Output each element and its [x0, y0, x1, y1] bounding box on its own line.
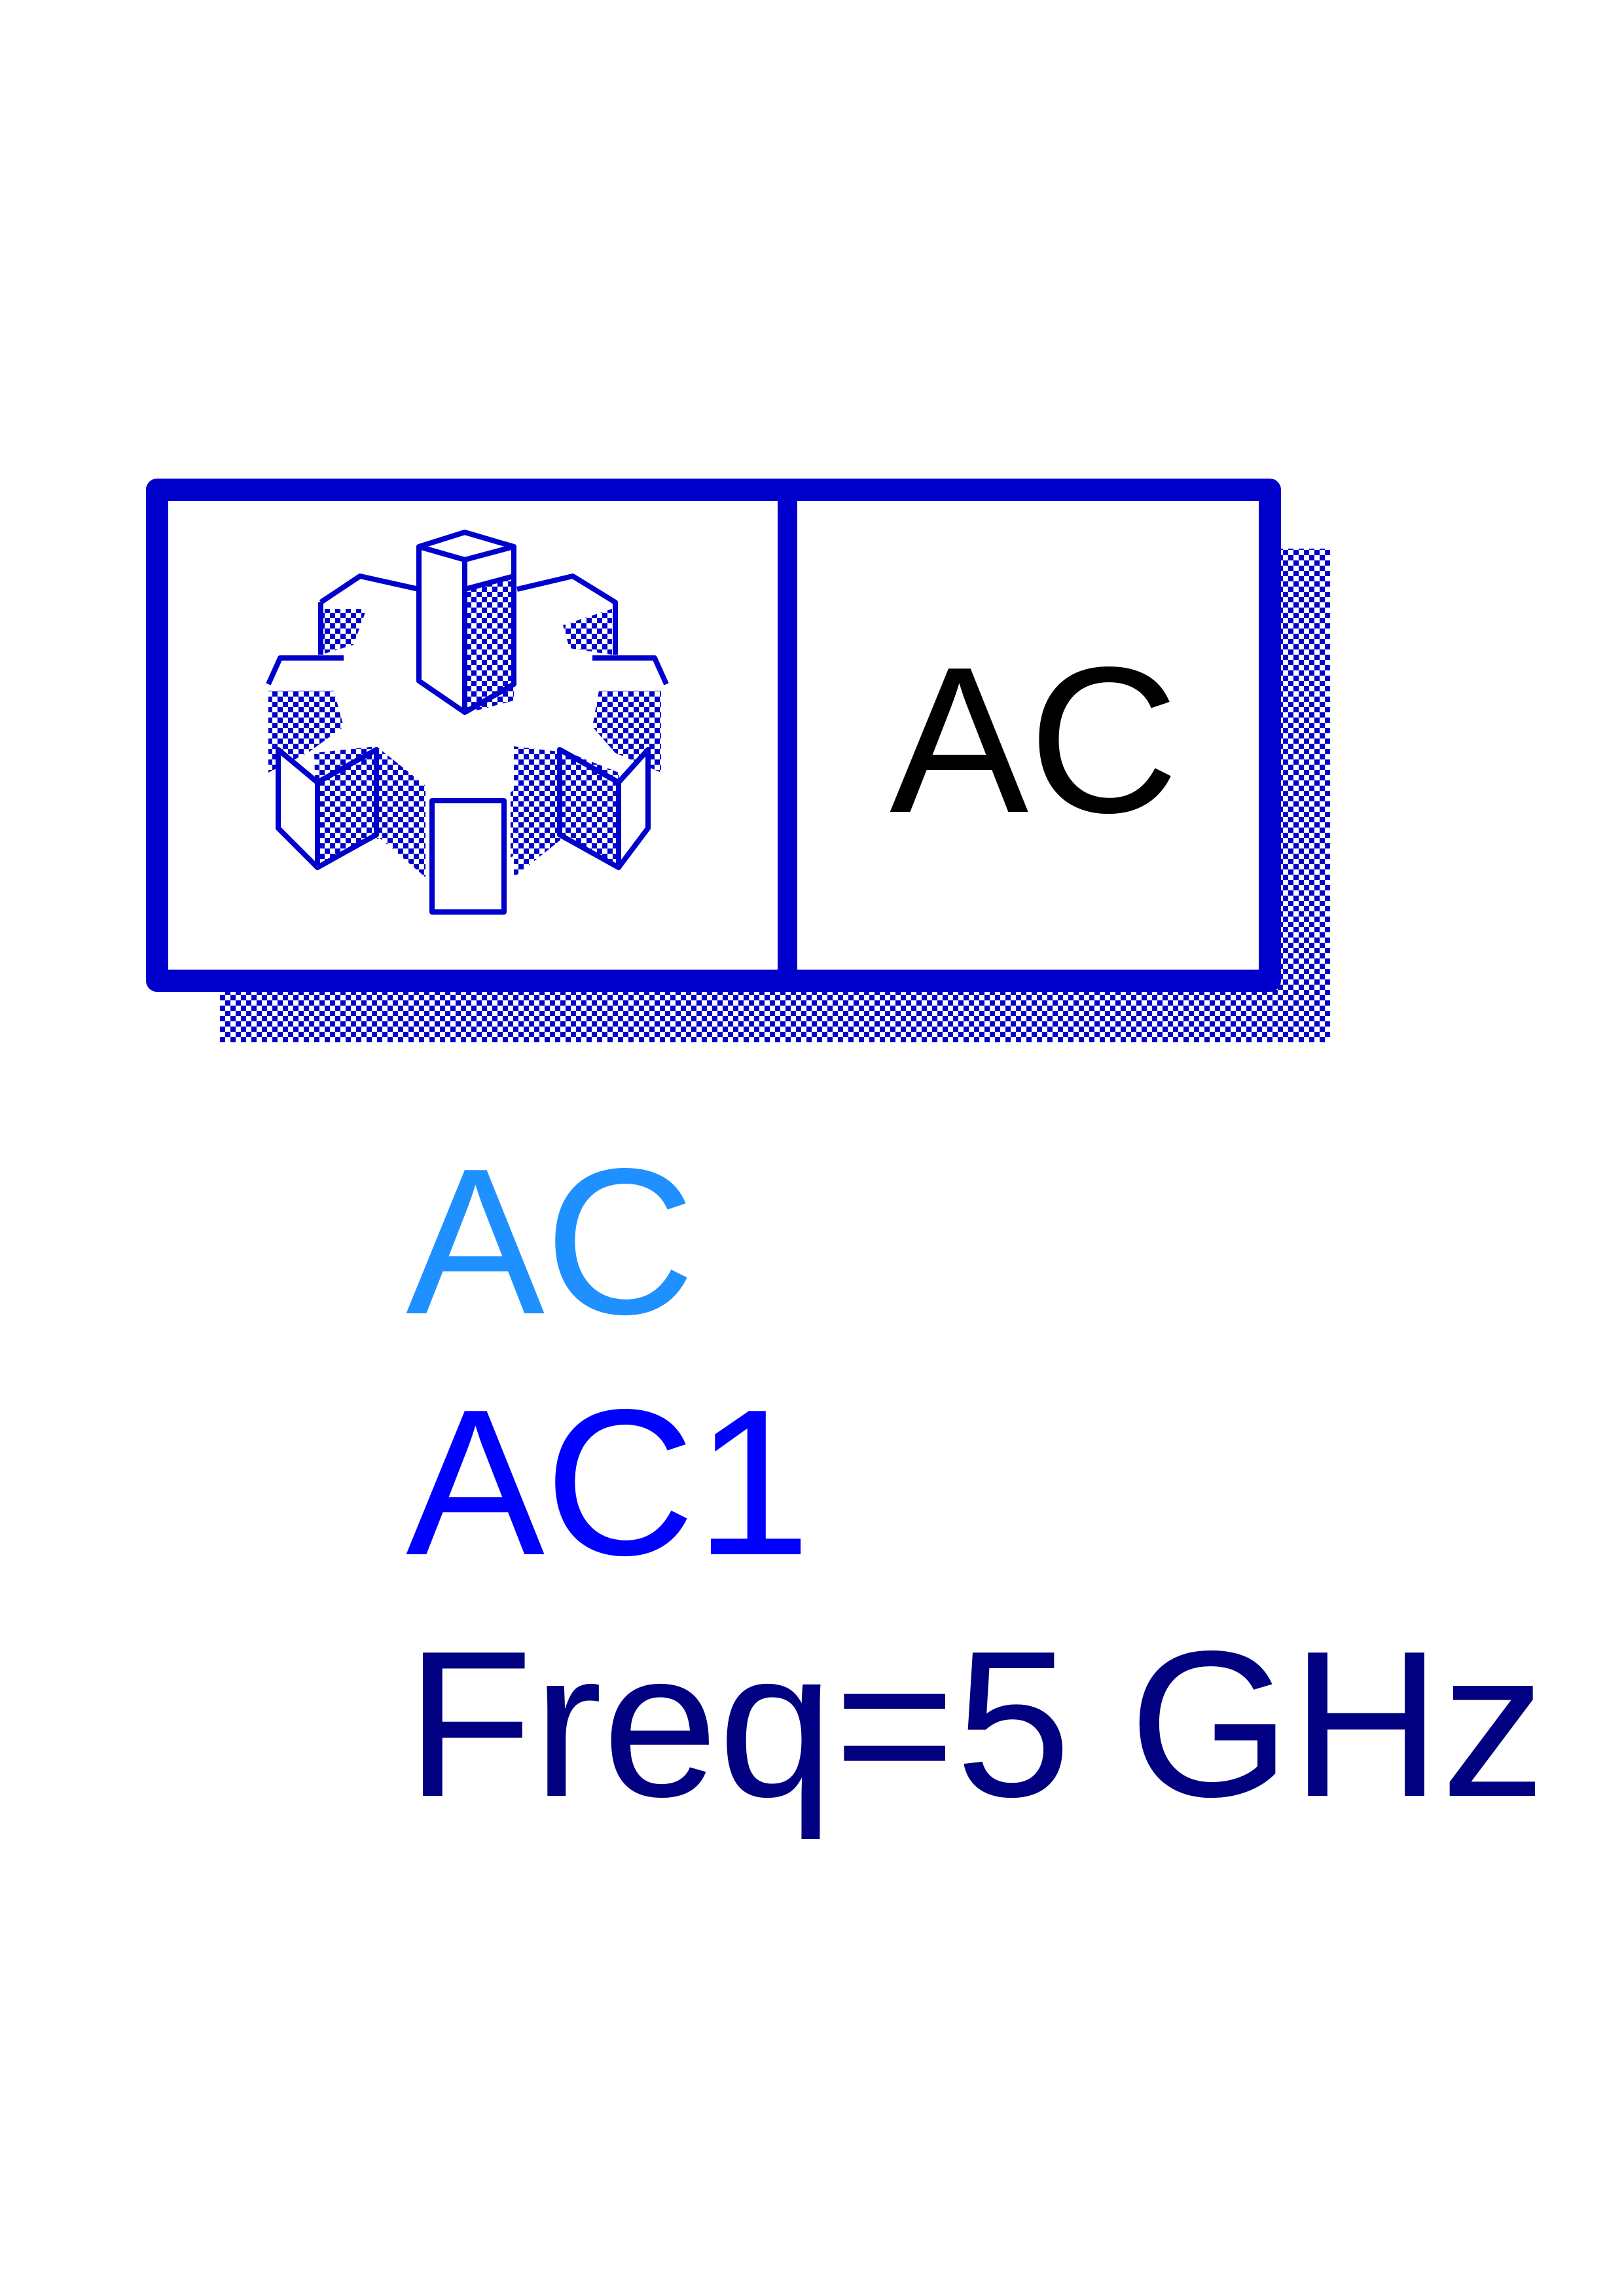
- box-label: AC: [890, 624, 1179, 856]
- parameter-label: Freq=5 GHz: [406, 1608, 1545, 1840]
- ac-simulation-symbol[interactable]: AC: [0, 0, 1624, 1113]
- symbol-frame: [146, 479, 1281, 992]
- component-type-label: AC: [406, 1125, 695, 1358]
- instance-name-label: AC1: [406, 1366, 811, 1599]
- gear-with-cylinders-icon: [266, 530, 669, 915]
